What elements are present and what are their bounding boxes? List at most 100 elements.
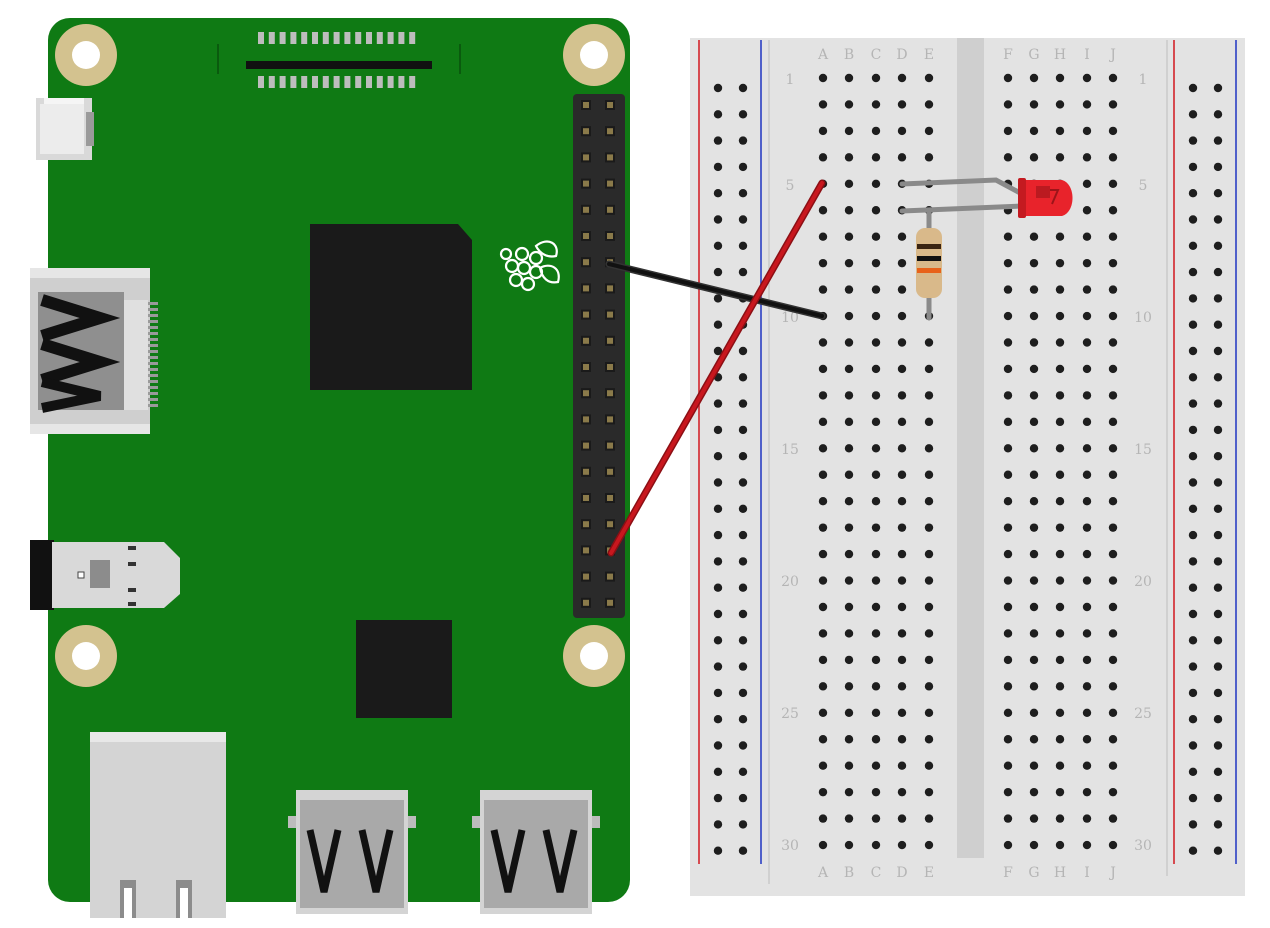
rail-hole: [1213, 557, 1223, 566]
breadboard-hole: [818, 629, 828, 638]
breadboard-hole: [818, 391, 828, 400]
breadboard-hole: [1029, 682, 1039, 691]
soc-chip: [310, 224, 472, 390]
audio-jack: [30, 540, 180, 610]
breadboard-hole: [1108, 391, 1118, 400]
gpio-pin: [607, 206, 613, 213]
row-number: 30: [1134, 838, 1152, 854]
breadboard-hole: [897, 311, 907, 321]
breadboard-hole: [924, 444, 934, 453]
gpio-pin: [583, 180, 589, 187]
row-number: 15: [1134, 442, 1152, 458]
breadboard-hole: [818, 840, 828, 850]
gpio-pin: [607, 311, 613, 318]
breadboard-hole: [1003, 629, 1013, 638]
breadboard-hole: [897, 682, 907, 691]
breadboard-hole: [1029, 735, 1039, 744]
breadboard-hole: [1082, 470, 1092, 479]
breadboard-hole: [1082, 153, 1092, 162]
breadboard-hole: [844, 629, 854, 638]
breadboard-hole: [844, 602, 854, 612]
breadboard-hole: [1108, 73, 1118, 83]
row-number: 15: [781, 442, 799, 458]
connector-pin: [279, 32, 286, 44]
rail-hole: [713, 767, 723, 776]
breadboard-hole: [1055, 444, 1065, 453]
breadboard-hole: [1055, 470, 1065, 479]
breadboard-hole: [844, 576, 854, 585]
breadboard-hole: [1029, 258, 1039, 268]
pcb: [48, 18, 630, 902]
breadboard-hole: [1108, 126, 1118, 136]
breadboard-hole: [818, 787, 828, 797]
gpio-pin: [607, 599, 613, 606]
connector-pin: [258, 76, 264, 88]
breadboard-hole: [1082, 258, 1092, 268]
breadboard-hole: [844, 682, 854, 691]
rail-hole: [1188, 715, 1198, 724]
breadboard-hole: [844, 549, 854, 559]
column-letters-top: A B C D E F G H I J: [817, 47, 1116, 63]
breadboard-hole: [1055, 126, 1065, 136]
breadboard-hole: [1108, 444, 1118, 453]
breadboard-hole: [1003, 549, 1013, 559]
breadboard-hole: [1055, 761, 1065, 770]
breadboard-hole: [1055, 497, 1065, 506]
gpio-pin: [583, 364, 589, 370]
rail-hole: [1188, 504, 1198, 513]
rail-hole: [713, 241, 723, 250]
rail-hole: [738, 609, 748, 619]
row-numbers-left: 1 5 10 15 20 25 30: [781, 72, 799, 854]
gpio-pin: [607, 521, 613, 528]
breadboard-hole: [1003, 655, 1013, 665]
breadboard-hole: [897, 787, 907, 797]
breadboard-hole: [844, 840, 854, 850]
breadboard-hole: [1055, 232, 1065, 241]
breadboard-hole: [1003, 364, 1013, 374]
connector-pin: [268, 32, 275, 44]
rail-hole: [1188, 373, 1198, 382]
breadboard-hole: [1003, 497, 1013, 506]
gpio-pin: [607, 442, 613, 449]
breadboard-hole: [1003, 417, 1013, 427]
red-wire: [607, 179, 826, 557]
breadboard-hole: [818, 285, 828, 294]
breadboard-hole: [1003, 73, 1013, 83]
column-letters-bottom: A B C D E F G H I J: [817, 865, 1116, 881]
rail-hole: [713, 267, 723, 277]
connector-pin: [268, 76, 275, 88]
column-letter: F: [1003, 865, 1013, 881]
hdmi-pin: [148, 302, 158, 305]
breadboard-hole: [897, 285, 907, 294]
black-wire: [605, 260, 826, 320]
gpio-pin: [607, 337, 613, 344]
breadboard-hole: [1055, 840, 1065, 850]
breadboard-hole: [1055, 735, 1065, 744]
breadboard-hole: [1108, 787, 1118, 797]
breadboard-hole: [871, 682, 881, 691]
usb-port: [288, 790, 416, 914]
breadboard-hole: [844, 761, 854, 770]
breadboard-hole: [1108, 417, 1118, 427]
rail-hole: [713, 346, 723, 356]
breadboard-hole: [1029, 285, 1039, 294]
breadboard-hole: [844, 814, 854, 823]
gpio-pin: [607, 233, 613, 239]
breadboard-hole: [897, 232, 907, 241]
rail-hole: [1188, 162, 1198, 172]
rail-hole: [1188, 846, 1198, 855]
rail-hole: [713, 215, 723, 224]
hdmi-pin: [148, 308, 158, 311]
breadboard-hole: [1055, 364, 1065, 374]
rail-hole: [738, 767, 748, 776]
hdmi-pin: [148, 398, 158, 401]
gpio-pin: [583, 495, 589, 501]
breadboard-hole: [924, 100, 934, 109]
rail-hole: [1213, 346, 1223, 356]
rail-hole: [1213, 688, 1223, 698]
gpio-pin: [607, 390, 613, 397]
resistor: [916, 208, 942, 321]
breadboard-hole: [844, 787, 854, 797]
breadboard-hole: [1055, 285, 1065, 294]
breadboard-hole: [844, 470, 854, 479]
